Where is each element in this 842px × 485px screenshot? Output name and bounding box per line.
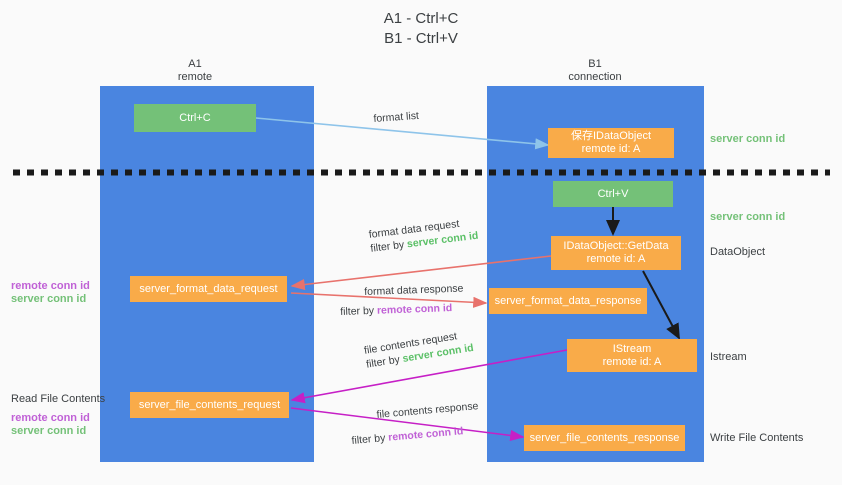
node-server-file-contents-request-label: server_file_contents_request bbox=[138, 398, 281, 411]
node-idataobject-getdata-line1: IDataObject::GetData bbox=[563, 240, 669, 252]
right-label-write-file-contents: Write File Contents bbox=[710, 432, 804, 444]
node-save-idataobject[interactable]: 保存IDataObject remote id: A bbox=[548, 128, 674, 158]
edge-label-file-contents-response-title: file contents response bbox=[376, 400, 479, 421]
edge-label-format-data-response: format data response bbox=[364, 282, 464, 299]
dashed-separator bbox=[13, 169, 830, 176]
node-server-file-contents-response-label: server_file_contents_response bbox=[529, 431, 680, 444]
title-line-1: A1 - Ctrl+C bbox=[383, 10, 459, 27]
node-server-file-contents-request[interactable]: server_file_contents_request bbox=[130, 392, 289, 418]
filter-prefix: filter by bbox=[369, 238, 408, 255]
node-server-format-data-request-label: server_format_data_request bbox=[139, 282, 278, 295]
node-server-file-contents-response[interactable]: server_file_contents_response bbox=[524, 425, 685, 451]
right-label-istream: Istream bbox=[710, 351, 747, 363]
node-idataobject-getdata-line2: remote id: A bbox=[586, 253, 646, 265]
filter-prefix: filter by bbox=[351, 431, 389, 447]
node-ctrl-v[interactable]: Ctrl+V bbox=[553, 181, 673, 207]
node-ctrl-c[interactable]: Ctrl+C bbox=[134, 104, 256, 132]
node-server-format-data-response-label: server_format_data_response bbox=[494, 294, 642, 307]
edge-label-format-data-response-title: format data response bbox=[364, 282, 464, 298]
right-label-server-conn-id-mid: server conn id bbox=[710, 211, 786, 223]
edge-label-file-contents-response-filter: filter by remote conn id bbox=[351, 424, 464, 448]
left-label-remote-conn-id-2: remote conn id bbox=[11, 412, 90, 424]
node-save-idataobject-line2: remote id: A bbox=[581, 143, 641, 155]
edge-label-format-list: format list bbox=[373, 109, 420, 125]
column-header-b1: B1 connection bbox=[530, 58, 660, 84]
edge-label-format-data-request: format data request filter by server con… bbox=[368, 215, 479, 256]
right-label-server-conn-id-top: server conn id bbox=[710, 133, 786, 145]
column-header-b1-name: B1 bbox=[588, 58, 602, 70]
node-istream-line1: IStream bbox=[612, 342, 652, 355]
edge-label-file-contents-response: file contents response bbox=[376, 399, 479, 422]
left-label-server-conn-id-1: server conn id bbox=[11, 293, 87, 305]
column-header-a1-role: remote bbox=[177, 71, 213, 83]
node-ctrl-v-label: Ctrl+V bbox=[597, 187, 629, 200]
column-header-b1-role: connection bbox=[568, 71, 622, 83]
filter-key-remote-conn-id: remote conn id bbox=[376, 302, 453, 317]
node-istream-line2: remote id: A bbox=[602, 355, 662, 368]
node-server-format-data-response[interactable]: server_format_data_response bbox=[489, 288, 647, 314]
left-label-read-file-contents: Read File Contents bbox=[11, 393, 106, 405]
edge-label-format-data-response-filter: filter by remote conn id bbox=[340, 301, 452, 319]
filter-key-remote-conn-id: remote conn id bbox=[387, 425, 464, 444]
left-label-server-conn-id-2: server conn id bbox=[11, 425, 87, 437]
title-line-2: B1 - Ctrl+V bbox=[384, 30, 458, 47]
edge-label-file-contents-request: file contents request filter by server c… bbox=[363, 327, 475, 372]
page-title: A1 - Ctrl+C B1 - Ctrl+V bbox=[0, 9, 842, 49]
filter-prefix: filter by bbox=[340, 304, 378, 318]
node-server-format-data-request[interactable]: server_format_data_request bbox=[130, 276, 287, 302]
node-ctrl-c-label: Ctrl+C bbox=[179, 111, 211, 124]
column-header-a1: A1 remote bbox=[130, 58, 260, 84]
right-label-data-object: DataObject bbox=[710, 246, 766, 258]
node-idataobject-getdata[interactable]: IDataObject::GetData remote id: A bbox=[551, 236, 681, 270]
node-save-idataobject-line1: 保存IDataObject bbox=[570, 130, 652, 142]
node-istream[interactable]: IStream remote id: A bbox=[567, 339, 697, 372]
left-label-remote-conn-id-1: remote conn id bbox=[11, 280, 90, 292]
column-header-a1-name: A1 bbox=[188, 58, 202, 70]
